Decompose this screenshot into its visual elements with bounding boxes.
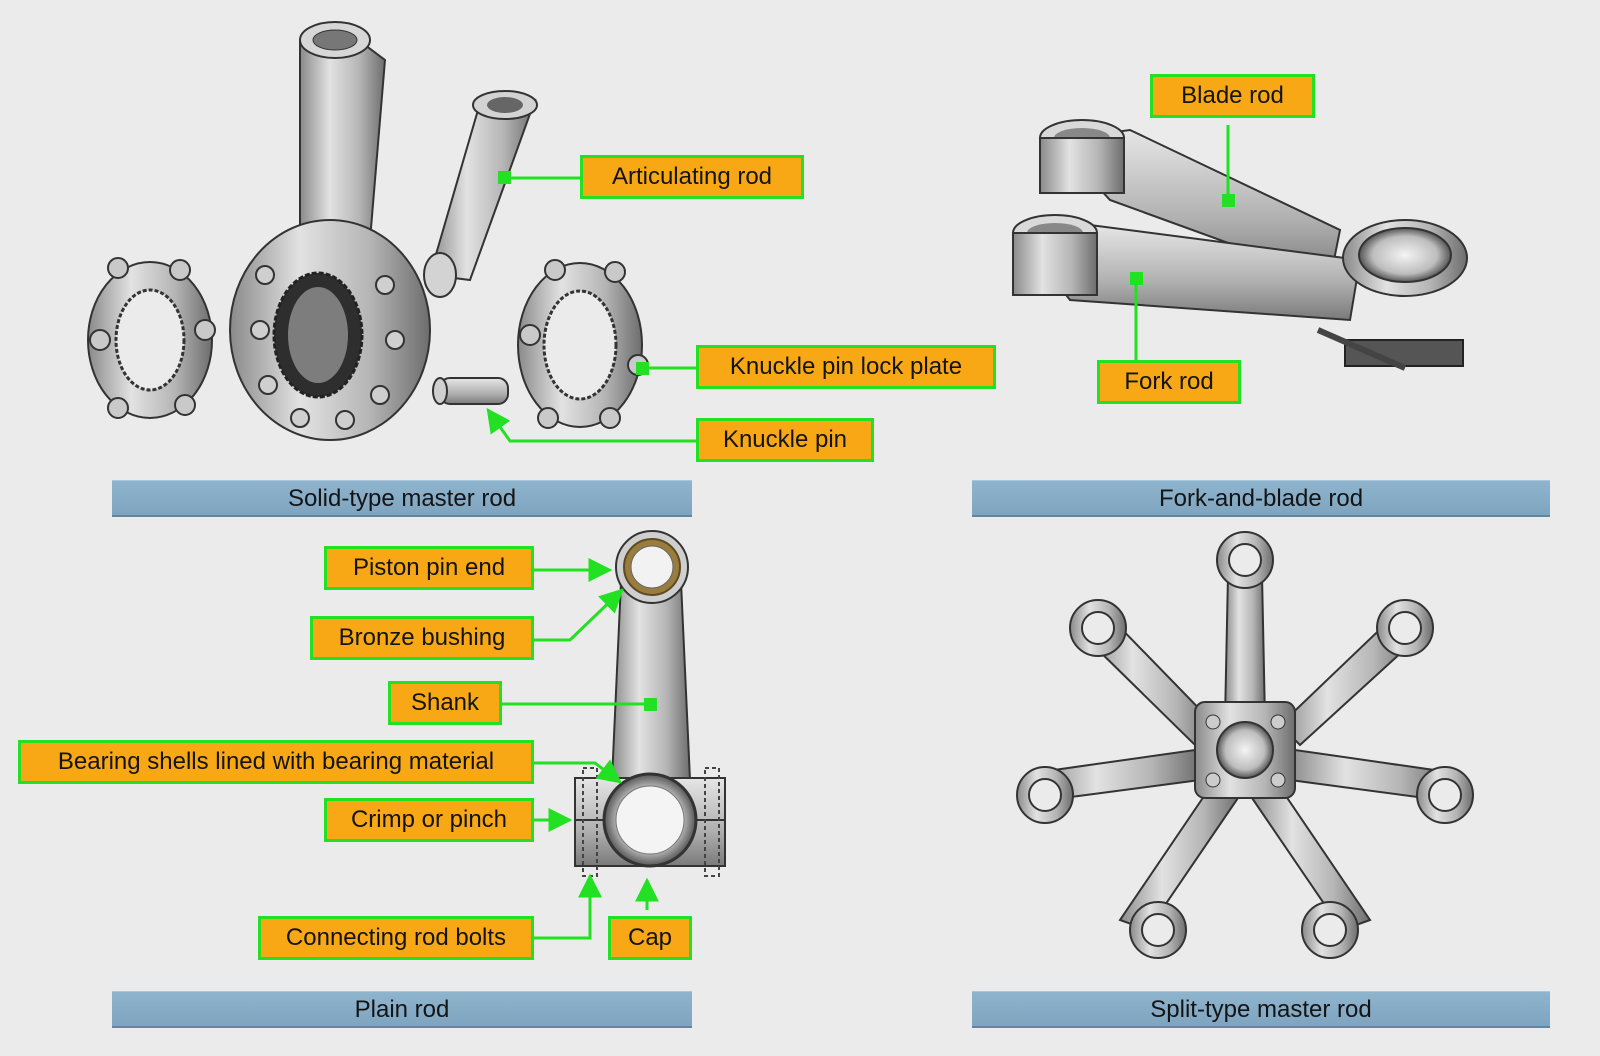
fork-and-blade-rod-illustration xyxy=(1012,119,1468,371)
callout-bronze-bushing: Bronze bushing xyxy=(310,616,534,660)
master-rod-body xyxy=(229,21,431,441)
solid-master-rod-illustration xyxy=(87,21,649,441)
callout-connecting-rod-bolts: Connecting rod bolts xyxy=(258,916,534,960)
split-master-rod-illustration xyxy=(1016,531,1474,959)
plain-rod-illustration xyxy=(574,530,726,877)
caption-plain-rod: Plain rod xyxy=(112,991,692,1028)
left-lock-plate xyxy=(87,257,216,419)
caption-fork-and-blade-rod: Fork-and-blade rod xyxy=(972,480,1550,517)
articulating-rod-part xyxy=(423,90,538,298)
callout-knuckle-pin: Knuckle pin xyxy=(696,418,874,462)
callout-blade-rod: Blade rod xyxy=(1150,74,1315,118)
caption-solid-type-master-rod: Solid-type master rod xyxy=(112,480,692,517)
callout-articulating-rod: Articulating rod xyxy=(580,155,804,199)
knuckle-pin-part xyxy=(432,377,509,405)
leader-lines xyxy=(486,125,1230,940)
caption-split-type-master-rod: Split-type master rod xyxy=(972,991,1550,1028)
callout-crimp-or-pinch: Crimp or pinch xyxy=(324,798,534,842)
right-lock-plate xyxy=(517,259,649,429)
callout-knuckle-pin-lock-plate: Knuckle pin lock plate xyxy=(696,345,996,389)
callout-fork-rod: Fork rod xyxy=(1097,360,1241,404)
callout-bearing-shells: Bearing shells lined with bearing materi… xyxy=(18,740,534,784)
leader-anchors xyxy=(498,171,1235,711)
callout-shank: Shank xyxy=(388,681,502,725)
callout-piston-pin-end: Piston pin end xyxy=(324,546,534,590)
callout-cap: Cap xyxy=(608,916,692,960)
